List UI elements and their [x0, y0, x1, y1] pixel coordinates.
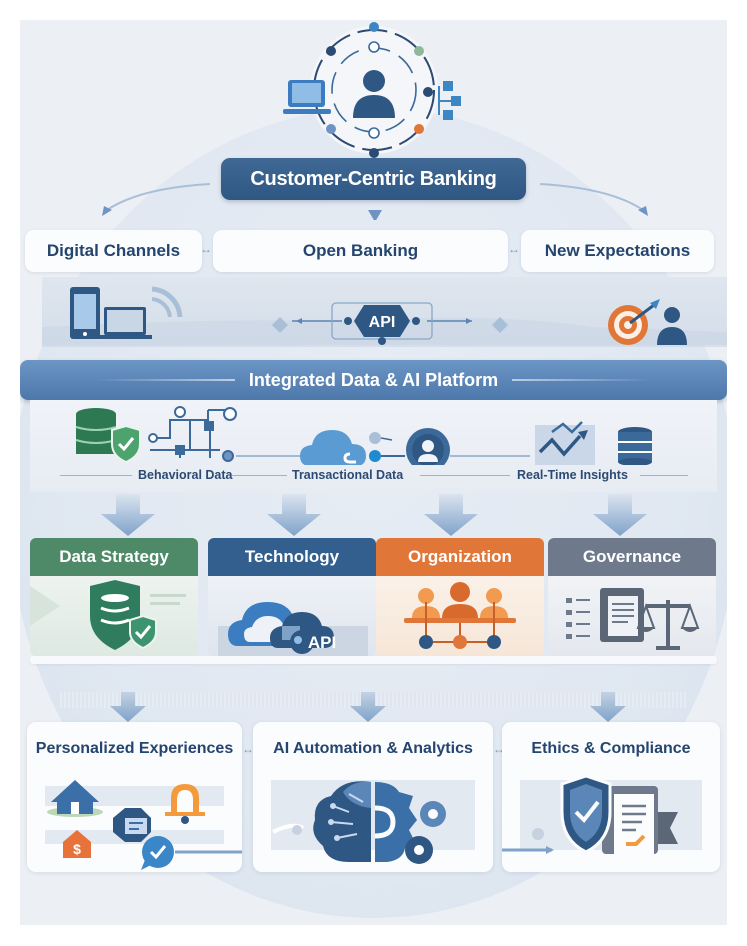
divider-line: [232, 475, 287, 476]
pillars-to-outcomes-arrows: [110, 692, 626, 722]
database-shield-icon: [30, 580, 186, 650]
data-sources-area: [30, 400, 717, 492]
cloud-api-icon: API: [218, 602, 368, 656]
pillar-header: Organization: [376, 538, 544, 576]
shield-document-icon: [502, 774, 678, 858]
bidirectional-arrow-icon: ↔: [200, 242, 212, 256]
driver-new-expectations: New Expectations: [521, 230, 714, 272]
trend-chart-icon: [535, 421, 595, 465]
team-org-icon: [404, 582, 516, 649]
outcome-title: Personalized Experiences: [35, 740, 234, 757]
api-icon: API: [292, 302, 472, 345]
customer-profile-icon: [381, 428, 530, 465]
api-badge: API: [308, 633, 336, 652]
down-arrow-icon: [267, 494, 321, 536]
cloud-icon: [300, 430, 393, 465]
down-arrow-icon: [101, 494, 155, 536]
policy-scales-icon: [566, 588, 700, 650]
platform-band: Integrated Data & AI Platform: [20, 360, 727, 400]
pillar-body: [548, 576, 716, 656]
down-arrow-icon: [424, 494, 478, 536]
pillar-governance: Governance: [548, 538, 716, 656]
data-label-transactional: Transactional Data: [292, 468, 404, 482]
data-label-behavioral: Behavioral Data: [138, 468, 233, 482]
database-shield-icon: [75, 408, 141, 464]
pillar-technology: Technology API: [208, 538, 376, 656]
pillars-base: [30, 656, 717, 664]
diagram-canvas: Customer-Centric Banking Digital Channel…: [20, 20, 727, 925]
data-sources-icons: [75, 406, 652, 465]
customer-network-icon: [283, 22, 461, 158]
api-badge: API: [369, 314, 396, 331]
down-arrow-icon: [590, 692, 626, 722]
divider-line: [512, 379, 653, 381]
divider-line: [94, 379, 235, 381]
devices-icon: [70, 286, 183, 339]
pillar-body: [30, 576, 198, 656]
divider-line: [420, 475, 510, 476]
pillar-header: Technology: [208, 538, 376, 576]
down-arrow-icon: [593, 494, 647, 536]
personalization-icon: $: [47, 780, 242, 870]
outcome-ai-automation: AI Automation & Analytics: [253, 722, 493, 872]
svg-text:$: $: [73, 841, 81, 857]
target-customer-icon: [608, 299, 687, 345]
driver-open-banking: Open Banking: [213, 230, 508, 272]
divider-line: [60, 475, 132, 476]
pillar-header: Data Strategy: [30, 538, 198, 576]
pillar-data-strategy: Data Strategy: [30, 538, 198, 656]
platform-title: Integrated Data & AI Platform: [248, 369, 499, 390]
pillar-header: Governance: [548, 538, 716, 576]
outcome-title: AI Automation & Analytics: [273, 740, 473, 757]
outcome-personalized-experiences: Personalized Experiences $: [27, 722, 242, 872]
pillar-body: [376, 576, 544, 656]
network-circuit-icon: [148, 406, 237, 462]
bidirectional-arrow-icon: ↔: [242, 742, 254, 756]
divider-line: [640, 475, 688, 476]
drivers-icons: API: [42, 286, 727, 347]
data-label-realtime: Real-Time Insights: [517, 468, 628, 482]
pillar-body: API: [208, 576, 376, 656]
title-flow-arrows: [102, 183, 648, 220]
main-title: Customer-Centric Banking: [221, 158, 526, 200]
down-arrow-icon: [350, 692, 386, 722]
platform-to-pillars-arrows: [101, 494, 647, 536]
brain-gears-icon: [272, 781, 446, 864]
down-arrow-icon: [110, 692, 146, 722]
outcome-title: Ethics & Compliance: [531, 740, 691, 757]
pillar-organization: Organization: [376, 538, 544, 656]
bidirectional-arrow-icon: ↔: [508, 242, 520, 256]
driver-digital-channels: Digital Channels: [25, 230, 202, 272]
database-icon: [618, 427, 652, 465]
outcome-ethics-compliance: Ethics & Compliance: [502, 722, 720, 872]
